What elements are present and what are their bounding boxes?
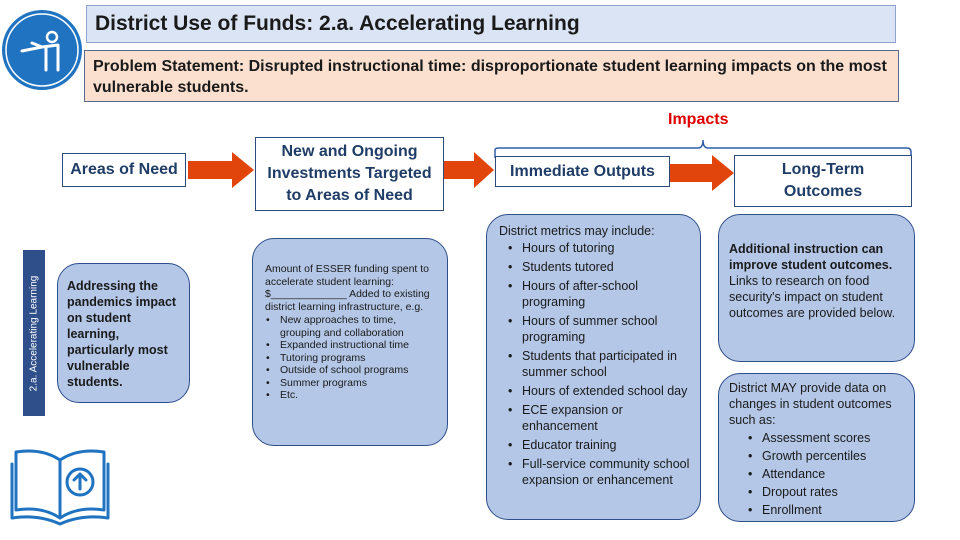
open-book-upload-icon — [10, 449, 110, 526]
list-item: Students tutored — [508, 259, 690, 275]
side-tab: 2.a. Accelerating Learning — [23, 250, 45, 416]
outcomes-data-intro: District MAY provide data on changes in … — [729, 381, 892, 427]
problem-statement: Problem Statement: Disrupted instruction… — [84, 50, 899, 102]
list-item: ECE expansion or enhancement — [508, 402, 690, 434]
outcomes-data-box: District MAY provide data on changes in … — [718, 373, 915, 522]
list-item: Growth percentiles — [748, 448, 904, 464]
list-item: Attendance — [748, 466, 904, 482]
areas-of-need-text: Addressing the pandemics impact on stude… — [67, 279, 177, 389]
areas-of-need-label: Areas of Need — [70, 161, 178, 178]
investments-label: New and Ongoing Investments Targeted to … — [267, 143, 432, 204]
immediate-outputs-label: Immediate Outputs — [510, 162, 655, 180]
outputs-list: Hours of tutoring Students tutored Hours… — [499, 240, 690, 488]
outputs-intro: District metrics may include: — [499, 224, 655, 238]
list-item: Summer programs — [266, 377, 435, 390]
list-item: Tutoring programs — [266, 352, 435, 365]
list-item: Outside of school programs — [266, 364, 435, 377]
immediate-outputs-header: Immediate Outputs — [495, 156, 670, 187]
side-tab-label: 2.a. Accelerating Learning — [28, 275, 40, 391]
list-item: Hours of tutoring — [508, 240, 690, 256]
list-item: New approaches to time, grouping and col… — [266, 314, 435, 339]
list-item: Etc. — [266, 389, 435, 402]
outcomes-research-box: Additional instruction can improve stude… — [718, 214, 915, 362]
long-term-outcomes-header: Long-Term Outcomes — [734, 155, 912, 207]
immediate-outputs-box: District metrics may include: Hours of t… — [486, 214, 701, 520]
list-item: Hours of extended school day — [508, 383, 690, 399]
arrow-right-icon — [188, 152, 254, 188]
list-item: Assessment scores — [748, 430, 904, 446]
list-item: Dropout rates — [748, 484, 904, 500]
list-item: Expanded instructional time — [266, 339, 435, 352]
areas-of-need-box: Addressing the pandemics impact on stude… — [57, 263, 190, 403]
list-item: Hours of summer school programing — [508, 313, 690, 345]
arrow-right-icon — [444, 152, 494, 188]
outcomes-body-text: Links to research on food security's imp… — [729, 274, 896, 320]
investments-header: New and Ongoing Investments Targeted to … — [255, 137, 444, 211]
impacts-label: Impacts — [668, 111, 729, 128]
page-title: District Use of Funds: 2.a. Accelerating… — [86, 5, 896, 43]
outcomes-list: Assessment scores Growth percentiles Att… — [729, 430, 904, 518]
outcomes-bold-text: Additional instruction can improve stude… — [729, 242, 893, 272]
list-item: Educator training — [508, 437, 690, 453]
list-item: Enrollment — [748, 502, 904, 518]
impacts-brace — [494, 139, 912, 158]
teacher-pointing-icon — [2, 10, 82, 90]
list-item: Students that participated in summer sch… — [508, 348, 690, 380]
long-term-outcomes-label: Long-Term Outcomes — [781, 161, 865, 200]
investments-list: New approaches to time, grouping and col… — [265, 314, 435, 402]
list-item: Full-service community school expansion … — [508, 456, 690, 488]
investments-box: Amount of ESSER funding spent to acceler… — [252, 238, 448, 446]
areas-of-need-header: Areas of Need — [62, 153, 186, 187]
list-item: Hours of after-school programing — [508, 278, 690, 310]
investments-intro: Amount of ESSER funding spent to acceler… — [265, 263, 430, 313]
arrow-right-icon — [670, 155, 734, 191]
